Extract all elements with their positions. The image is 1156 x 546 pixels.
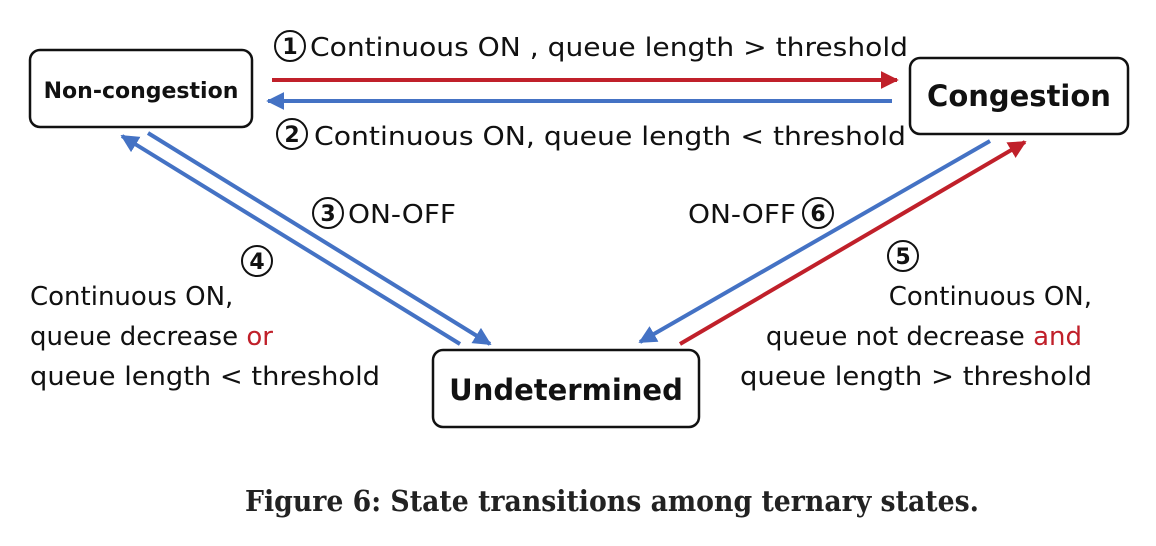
transition-text-6: ON-OFF [688, 200, 796, 230]
transition-text-3: ON-OFF [348, 200, 456, 230]
number-circle [887, 240, 919, 272]
transition-text-5-line-1: Continuous ON, [889, 282, 1092, 312]
transition-text-4-line-2: queue decrease or [30, 322, 273, 352]
transition-1-label: 1 Continuous ON , queue length > thresho… [274, 30, 908, 63]
arrow-3-non-congestion-to-undetermined [146, 131, 492, 346]
state-label-non-congestion: Non-congestion [44, 79, 239, 104]
number-circle [312, 197, 344, 229]
transition-text-5-line-2: queue not decrease and [766, 322, 1082, 352]
arrow-5-undetermined-to-congestion [678, 140, 1027, 346]
transition-number-1: 1 [282, 35, 297, 60]
transition-6-label: ON-OFF 6 [688, 197, 834, 230]
transition-number-6: 6 [810, 202, 825, 227]
transition-text-2: Continuous ON, queue length < threshold [314, 122, 906, 152]
state-label-undetermined: Undetermined [449, 373, 683, 407]
arrow-4-undetermined-to-non-congestion [120, 134, 462, 346]
state-box [431, 348, 701, 429]
transition-text-5-line-3: queue length > threshold [740, 362, 1092, 392]
transition-3-label: 3 ON-OFF [312, 197, 456, 230]
state-congestion: Congestion [908, 56, 1130, 136]
number-circle [276, 118, 308, 150]
state-undetermined: Undetermined [431, 348, 701, 429]
state-box [908, 56, 1130, 136]
transition-text-4-line-3: queue length < threshold [30, 362, 380, 392]
transition-text-4-line-1: Continuous ON, [30, 282, 233, 312]
arrow-6-congestion-to-undetermined [638, 139, 991, 344]
state-label-congestion: Congestion [927, 79, 1111, 113]
transition-number-5: 5 [895, 245, 910, 270]
number-circle [274, 30, 306, 62]
number-circle [241, 245, 273, 277]
transition-number-2: 2 [284, 123, 299, 148]
state-non-congestion: Non-congestion [28, 48, 254, 129]
state-box [28, 48, 254, 129]
number-circle [802, 197, 834, 229]
transition-number-4: 4 [249, 250, 264, 275]
transition-2-label: 2 Continuous ON, queue length < threshol… [276, 118, 906, 152]
transition-text-1: Continuous ON , queue length > threshold [310, 33, 908, 63]
transition-number-3: 3 [320, 202, 335, 227]
transition-5-label: 5 Continuous ON, queue not decrease and … [740, 240, 1092, 392]
transition-4-label: 4 Continuous ON, queue decrease or queue… [30, 245, 380, 392]
figure-caption: Figure 6: State transitions among ternar… [245, 484, 979, 518]
